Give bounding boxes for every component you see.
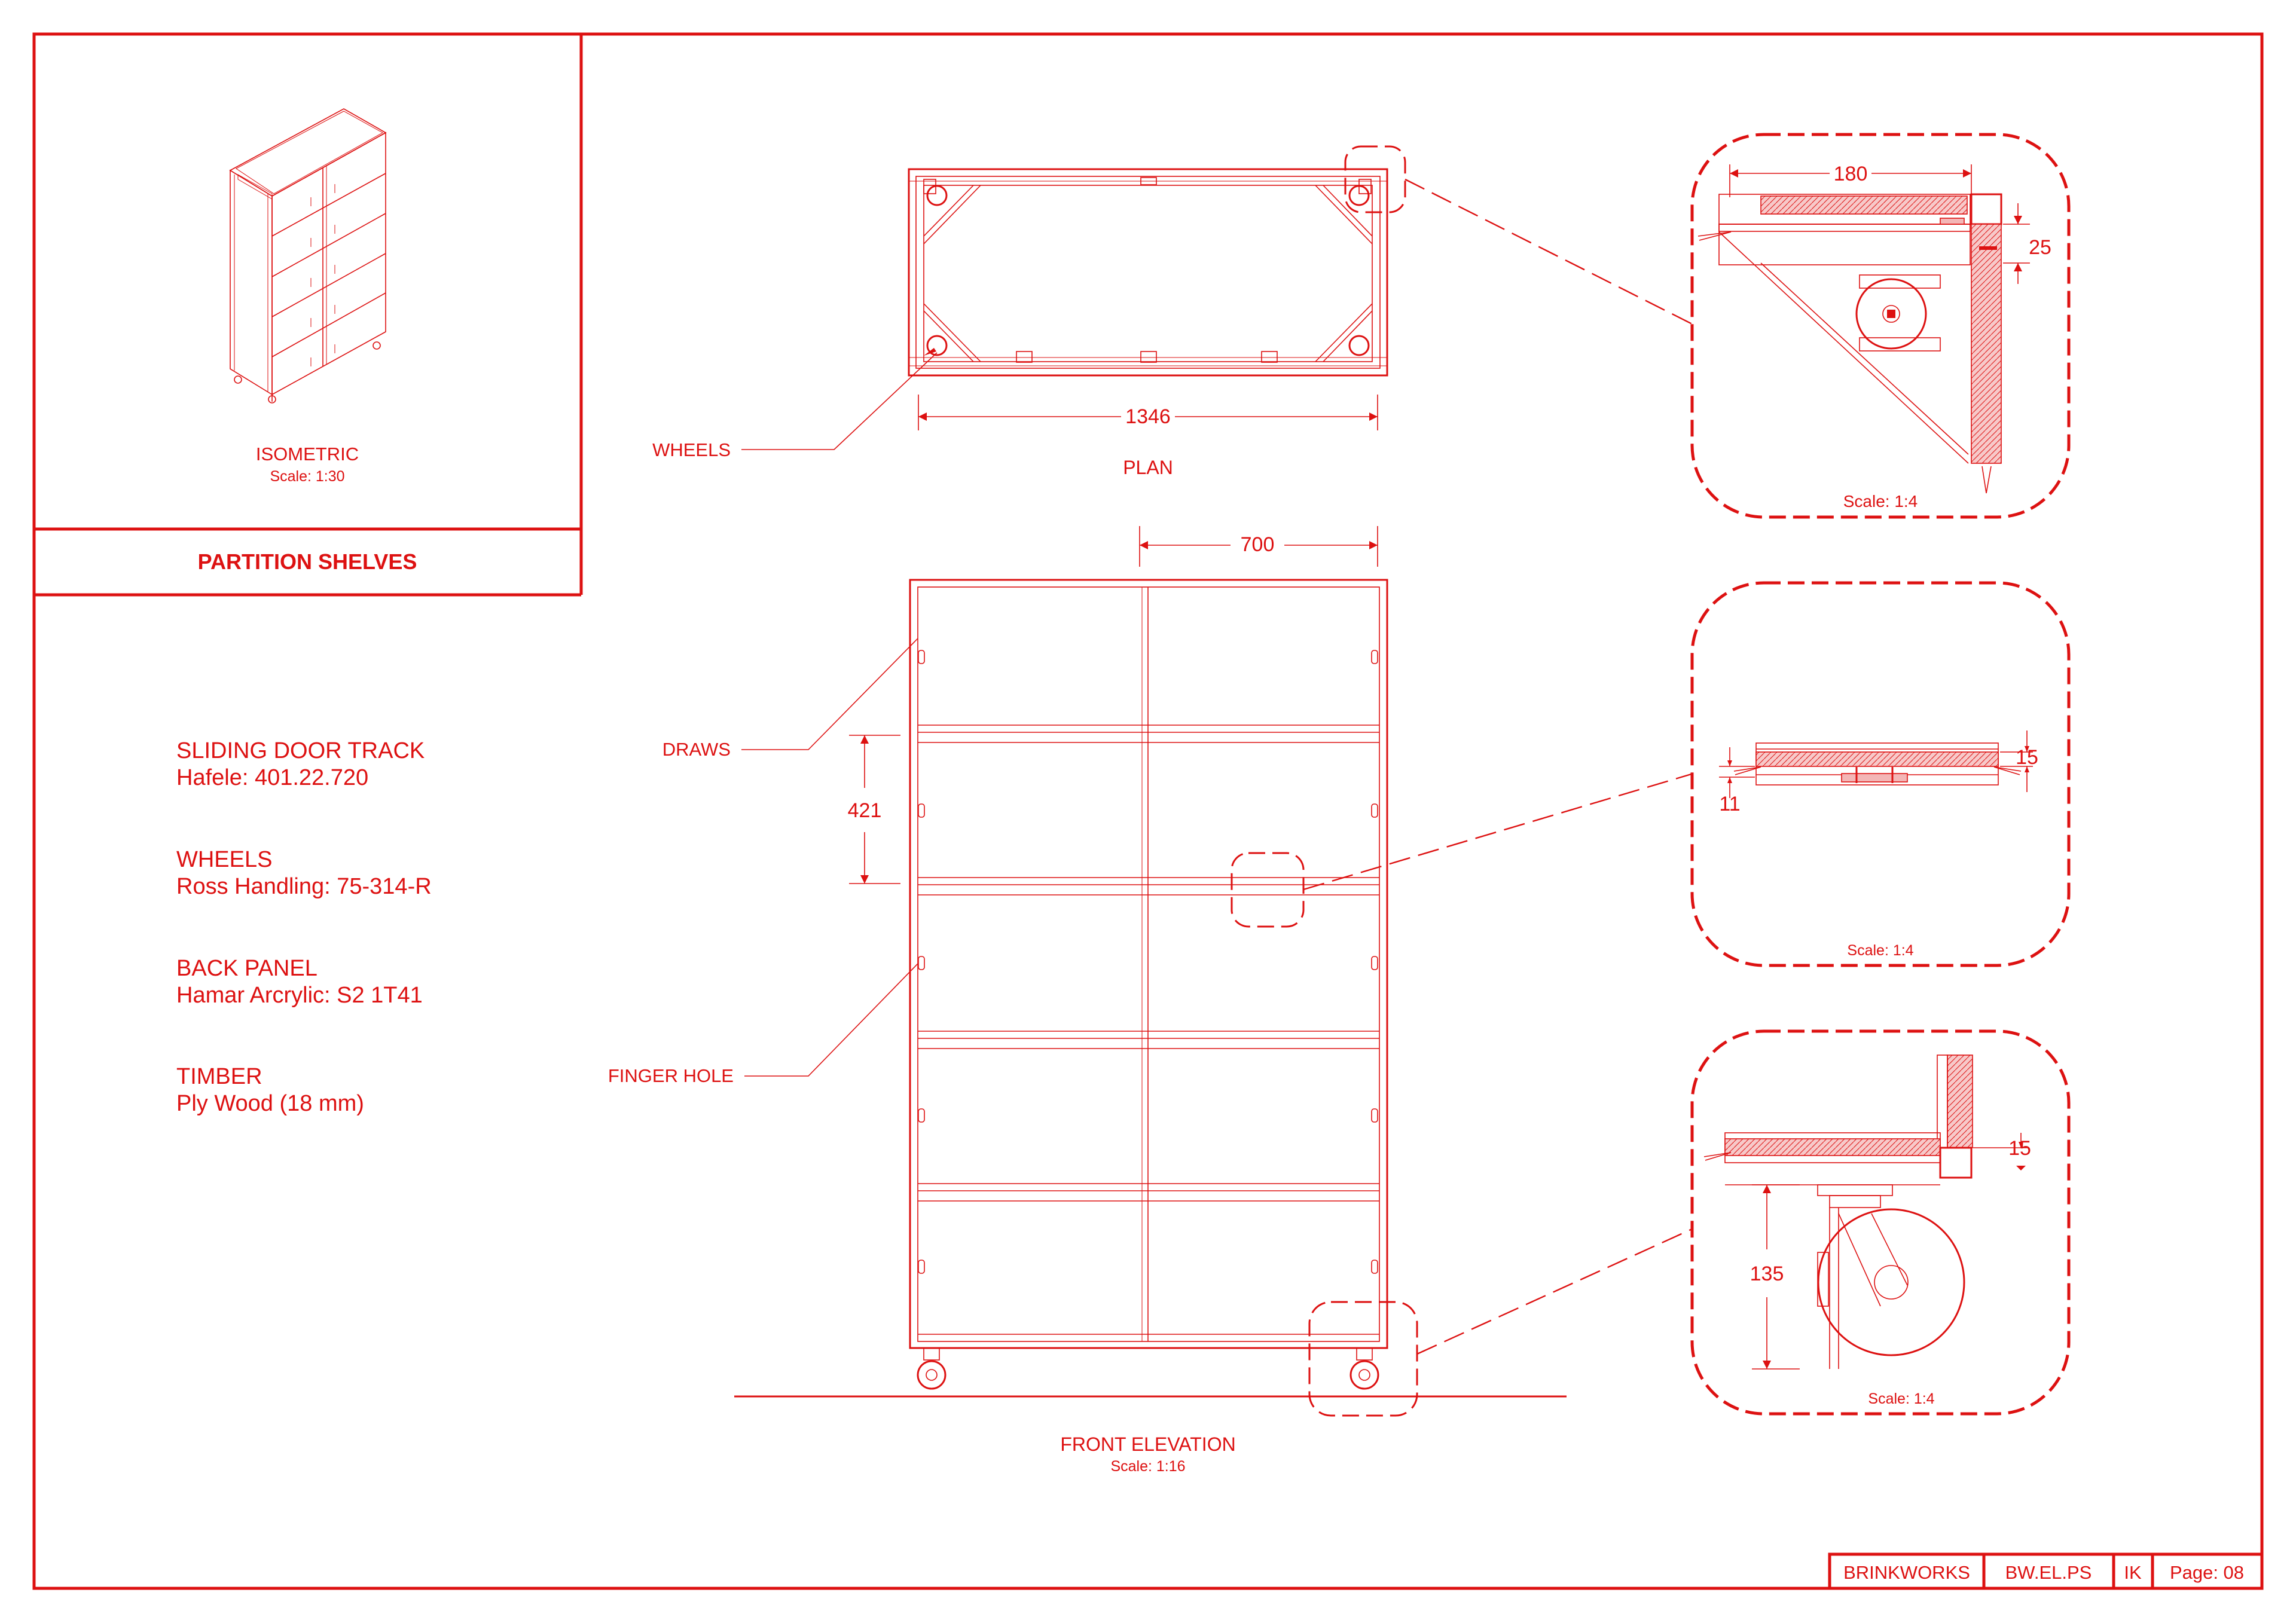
isometric-scale: Scale: 1:30 — [270, 468, 344, 485]
wheels-leader-line — [741, 352, 938, 450]
detail-top-height-value: 25 — [2029, 236, 2051, 259]
detail-top-scale: Scale: 1:4 — [1843, 492, 1918, 511]
draws-leader-line — [741, 638, 918, 750]
elevation-scale: Scale: 1:16 — [1110, 1458, 1185, 1475]
track-detail-leader — [1303, 772, 1694, 891]
plan-label: PLAN — [1123, 457, 1173, 478]
drawing-title: PARTITION SHELVES — [198, 549, 417, 574]
spec-value: Ross Handling: 75-314-R — [176, 874, 432, 899]
wheel-detail-leader — [1416, 1227, 1694, 1355]
spec-heading: SLIDING DOOR TRACK — [176, 738, 425, 763]
spec-heading: TIMBER — [176, 1064, 262, 1089]
page-number: Page: 08 — [2170, 1562, 2244, 1583]
plan-width-dimension: 1346 — [918, 395, 1378, 430]
finger-hole-leader-line — [744, 963, 918, 1077]
company-name: BRINKWORKS — [1843, 1562, 1970, 1583]
detail-top-width-value: 180 — [1834, 163, 1868, 185]
front-elevation — [734, 579, 1567, 1398]
detail-middle-scale: Scale: 1:4 — [1847, 942, 1913, 959]
shelf-gap-value: 421 — [848, 799, 882, 822]
isometric-label: ISOMETRIC — [256, 444, 359, 464]
wheels-callout: WHEELS — [652, 439, 731, 460]
spec-value: Hafele: 401.22.720 — [176, 765, 368, 790]
detail-bottom-dim-135: 135 — [1750, 1263, 1784, 1285]
detail-middle-dim-11: 11 — [1719, 793, 1740, 815]
detail-panel-top: 180 25 Scale: 1:4 — [1690, 133, 2071, 519]
title-block: BRINKWORKS BW.EL.PS IK Page: 08 — [1828, 1552, 2264, 1590]
shelf-gap-dimension: 421 — [848, 735, 900, 884]
draws-callout: DRAWS — [662, 739, 731, 760]
detail-middle-dim-15: 15 — [2016, 746, 2038, 769]
plan-detail-leader — [1405, 178, 1694, 326]
finger-hole-callout: FINGER HOLE — [608, 1065, 734, 1086]
spec-value: Hamar Arcrylic: S2 1T41 — [176, 983, 423, 1008]
isometric-panel — [32, 32, 583, 597]
elevation-width-dimension: 700 — [1139, 526, 1378, 567]
drawing-code: BW.EL.PS — [2005, 1562, 2092, 1583]
spec-heading: WHEELS — [176, 847, 272, 872]
plan-width-value: 1346 — [1125, 405, 1171, 428]
elevation-width-value: 700 — [1241, 533, 1275, 556]
author-initials: IK — [2124, 1562, 2142, 1583]
detail-bottom-scale: Scale: 1:4 — [1868, 1390, 1934, 1407]
spec-heading: BACK PANEL — [176, 956, 317, 981]
isometric-view — [229, 108, 387, 404]
elevation-label: FRONT ELEVATION — [1060, 1434, 1235, 1455]
plan-detail-marker — [1344, 145, 1406, 213]
wheel-detail-marker — [1308, 1301, 1418, 1417]
sheet-border — [32, 32, 2264, 1590]
spec-value: Ply Wood (18 mm) — [176, 1091, 364, 1116]
plan-view — [908, 168, 1388, 377]
track-detail-marker — [1231, 852, 1305, 928]
detail-panel-middle: 15 11 Scale: 1:4 — [1690, 581, 2071, 967]
detail-panel-bottom: 15 135 Scale: 1:4 — [1690, 1029, 2071, 1416]
specifications-list: SLIDING DOOR TRACK Hafele: 401.22.720 WH… — [176, 738, 432, 1116]
detail-bottom-dim-15: 15 — [2008, 1137, 2031, 1160]
